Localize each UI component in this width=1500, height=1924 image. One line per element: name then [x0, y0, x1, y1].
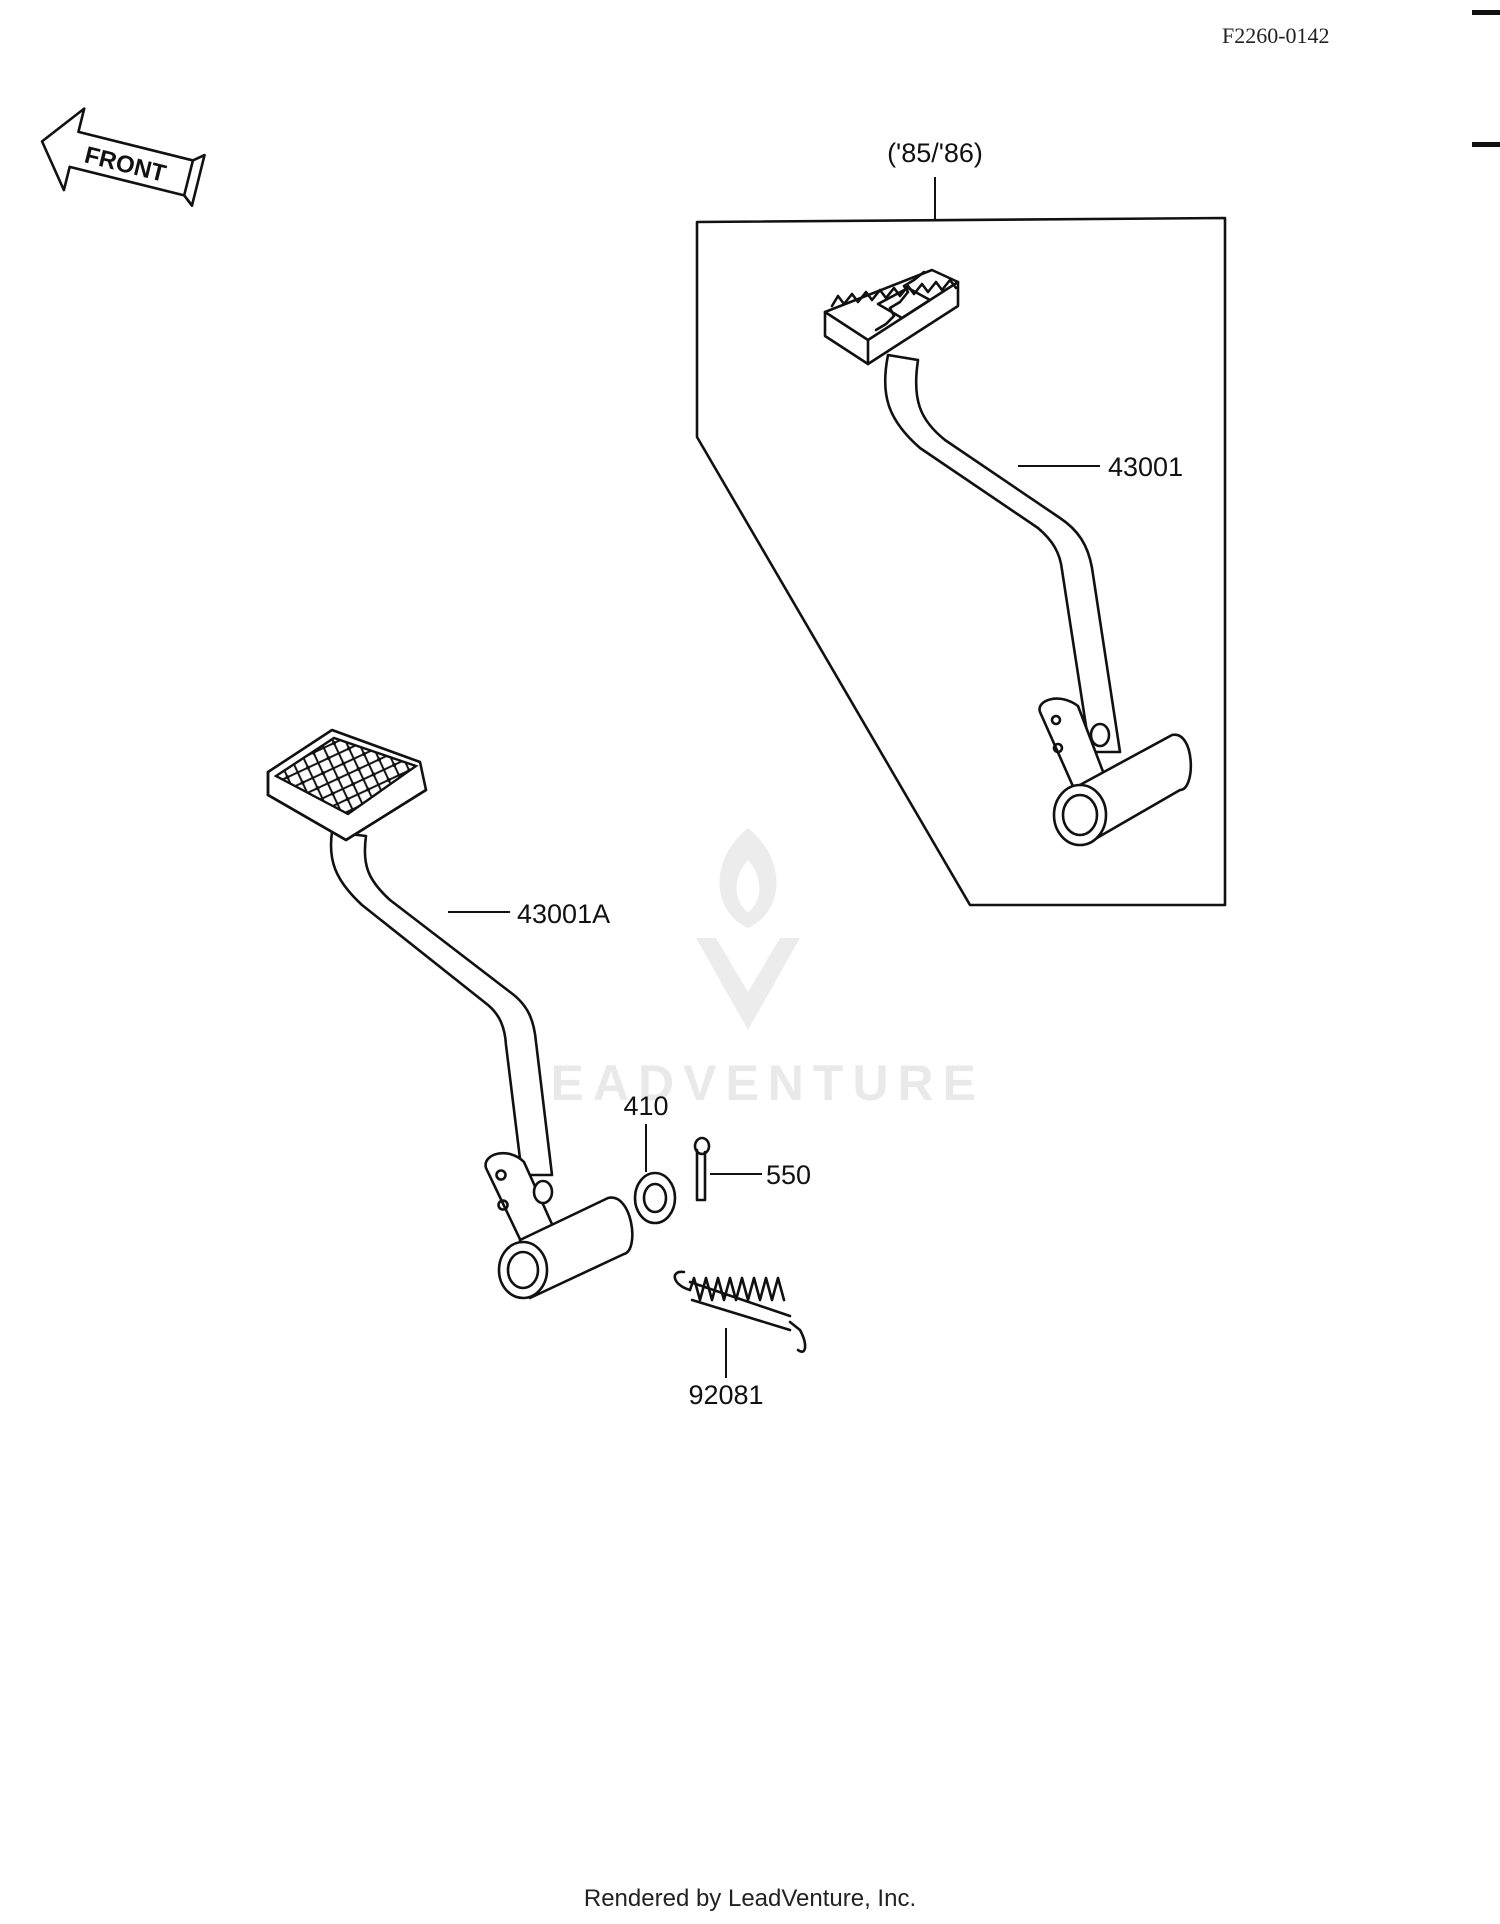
brake-pedal-standard: 43001A [266, 728, 634, 1300]
return-spring: 92081 [673, 1270, 807, 1410]
cotter-pin: 550 [693, 1136, 811, 1202]
watermark-text: LEADVENTURE [511, 1055, 985, 1111]
footer-credit: Rendered by LeadVenture, Inc. [584, 1885, 916, 1912]
part-number-43001: 43001 [1108, 452, 1183, 482]
watermark-logo: LEADVENTURE [511, 828, 985, 1111]
brake-pedal-variant: 43001 [823, 268, 1193, 847]
variant-year-label: ('85/'86) [887, 138, 983, 168]
part-number-410: 410 [623, 1091, 668, 1121]
edge-marks [1472, 10, 1500, 147]
part-number-43001A: 43001A [517, 899, 610, 929]
washer: 410 [623, 1091, 677, 1225]
part-number-92081: 92081 [688, 1380, 763, 1410]
variant-box: ('85/'86) [695, 138, 1227, 907]
document-code: F2260-0142 [1222, 23, 1330, 48]
part-number-550: 550 [766, 1160, 811, 1190]
front-direction-arrow: FRONT [40, 107, 206, 207]
